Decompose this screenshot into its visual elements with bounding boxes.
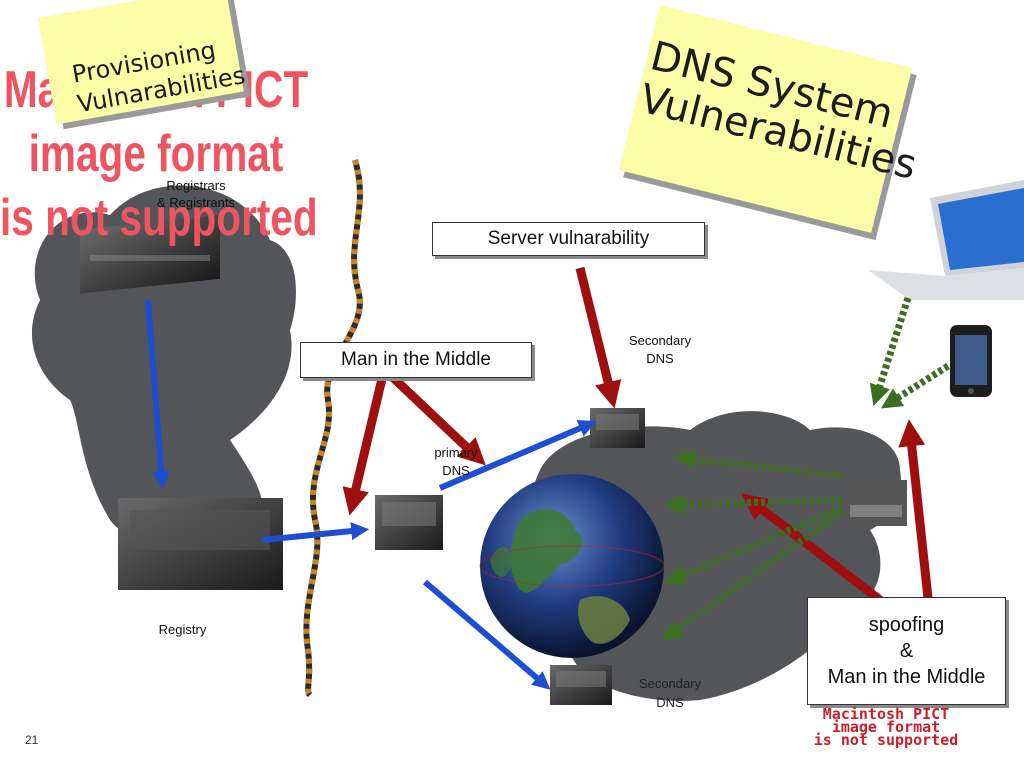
- callout-text: Server vulnarability: [487, 228, 650, 249]
- resolver-query-arrow-4: [661, 509, 845, 641]
- server-icon: [550, 665, 612, 705]
- pict-placeholder-bottom: Macintosh PICT image format is not suppo…: [762, 705, 1010, 749]
- slide-number: 21: [25, 733, 39, 747]
- label-line: DNS: [646, 351, 674, 366]
- man-in-the-middle-callout: Man in the Middle: [300, 342, 532, 378]
- phone-query-arrow: [880, 363, 950, 409]
- globe-icon: [479, 474, 665, 658]
- label-line: Registrars: [166, 178, 226, 193]
- label-line: DNS: [442, 463, 470, 478]
- label-line: Secondary: [638, 676, 702, 691]
- server-icon: [375, 495, 443, 550]
- primary-to-secondary-top-arrow: [438, 419, 597, 491]
- callout-line: &: [899, 640, 914, 662]
- server-vulnerability-callout: Server vulnarability: [432, 222, 705, 256]
- pict-line: image format: [831, 718, 941, 736]
- resolver-query-arrow-3: [664, 504, 844, 585]
- secondary-dns-bottom-label: Secondary DNS: [625, 674, 715, 712]
- server-icon: [845, 480, 907, 526]
- label-line: primary: [434, 445, 478, 460]
- laptop-query-arrow: [869, 296, 912, 407]
- label-line: Registry: [158, 622, 207, 637]
- pict-line: Macintosh PICT: [822, 705, 950, 723]
- registry-label: Registry: [145, 622, 220, 637]
- laptop-icon: [868, 180, 1024, 300]
- spoof-arrow-up: [898, 419, 933, 599]
- server-icon: [590, 408, 645, 448]
- phone-icon: [950, 325, 992, 397]
- pict-line: is not supported: [0, 189, 318, 247]
- callout-line: Man in the Middle: [827, 666, 986, 688]
- label-line: Secondary: [628, 333, 692, 348]
- callout-line: spoofing: [868, 614, 945, 636]
- server-icon: [118, 498, 283, 590]
- secondary-dns-top-label: Secondary DNS: [615, 332, 705, 368]
- resolver-query-arrow-2: [663, 494, 843, 516]
- primary-to-secondary-bottom-arrow: [423, 579, 551, 690]
- registrars-label: Registrars & Registrants: [140, 177, 252, 211]
- pict-line: image format: [28, 125, 284, 183]
- mitm-arrow-left: [342, 360, 391, 516]
- label-line: DNS: [656, 695, 684, 710]
- registry-to-primary-arrow: [261, 522, 370, 543]
- spoof-arrow-left: [741, 493, 883, 604]
- pict-line: is not supported: [813, 731, 959, 749]
- callout-text: Man in the Middle: [341, 349, 491, 370]
- server-icon: [80, 214, 220, 294]
- spoofing-callout: spoofing & Man in the Middle: [807, 597, 1006, 705]
- server-vuln-arrow: [575, 266, 622, 409]
- mitm-arrow-right: [381, 366, 486, 466]
- registrar-to-registry-arrow: [145, 299, 171, 490]
- resolver-query-arrow-1: [673, 448, 843, 480]
- primary-dns-label: primary DNS: [420, 444, 492, 480]
- label-line: & Registrants: [156, 195, 236, 210]
